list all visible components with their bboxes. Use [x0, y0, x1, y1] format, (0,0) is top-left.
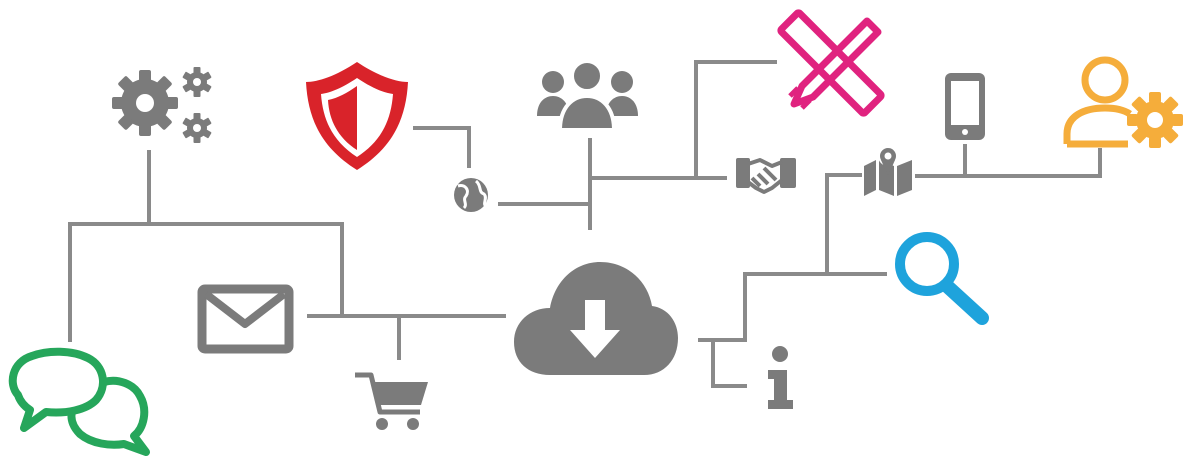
gears-icon	[112, 67, 212, 143]
shopping-cart-icon	[355, 372, 428, 430]
mobile-phone-icon	[945, 73, 985, 140]
user-settings-icon	[1063, 56, 1183, 148]
cloud-download-icon	[514, 262, 678, 375]
connector-lines	[68, 60, 1102, 388]
chat-bubbles-icon	[8, 347, 150, 456]
handshake-icon	[736, 158, 796, 194]
map-pin-icon	[864, 146, 912, 196]
users-group-icon	[537, 59, 638, 132]
search-icon	[895, 232, 989, 325]
globe-icon	[454, 178, 488, 212]
envelope-icon	[197, 284, 294, 354]
info-icon	[768, 346, 793, 409]
shield-icon	[306, 62, 408, 170]
pencil-ruler-icon	[777, 9, 885, 117]
